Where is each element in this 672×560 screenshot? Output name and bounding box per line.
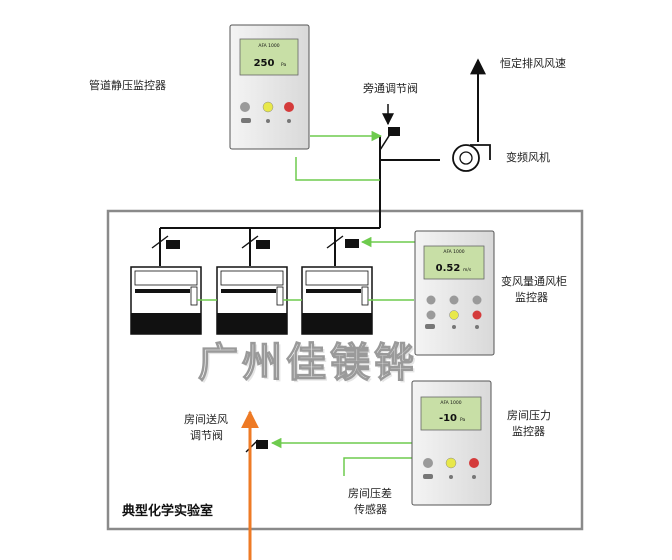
vav-hood-monitor <box>414 230 495 356</box>
dp-sensor-label-line1: 房间压差 <box>348 487 392 500</box>
hood-valve-1-icon <box>151 235 180 249</box>
duct-static-label: 管道静压监控器 <box>89 79 166 92</box>
duct-static-monitor <box>229 24 310 150</box>
fume-hood-2 <box>216 266 288 335</box>
room-pressure-label-line1: 房间压力 <box>507 409 551 422</box>
room-pressure-monitor <box>411 380 492 506</box>
constant-exhaust-label: 恒定排风风速 <box>500 57 566 70</box>
room-pressure-label-line2: 监控器 <box>512 425 545 438</box>
supply-valve-label-line1: 房间送风 <box>184 413 228 426</box>
exhaust-duct <box>159 70 479 266</box>
room-monitor-unit: Pa <box>460 417 466 423</box>
bypass-valve-icon <box>379 127 400 151</box>
vav-monitor-label-line1: 变风量通风柜 <box>501 275 567 288</box>
hood-valve-2-icon <box>241 235 270 249</box>
watermark: 广州佳镁铧 <box>197 339 418 386</box>
signal-lines <box>197 130 417 476</box>
duct-monitor-unit: Pa <box>281 62 287 68</box>
vav-monitor-model: AFA 1000 <box>443 249 464 255</box>
supply-valve-icon <box>245 439 268 453</box>
vav-monitor-label-line2: 监控器 <box>515 291 548 304</box>
room-monitor-reading: -10 <box>439 413 457 424</box>
vfd-fan-label: 变频风机 <box>506 151 550 164</box>
bypass-valve-label: 旁通调节阀 <box>363 82 418 95</box>
lab-title: 典型化学实验室 <box>122 504 214 519</box>
lab-boundary <box>106 209 584 531</box>
fume-hood-3 <box>301 266 373 335</box>
duct-monitor-model: AFA 1000 <box>258 43 279 49</box>
fume-hood-1 <box>130 266 202 335</box>
dp-sensor-label-line2: 传感器 <box>354 503 387 516</box>
supply-valve-label-line2: 调节阀 <box>190 429 223 442</box>
duct-monitor-reading: 250 <box>254 58 275 69</box>
vav-monitor-unit: m/s <box>463 267 472 273</box>
room-monitor-model: AFA 1000 <box>440 400 461 406</box>
vav-monitor-reading: 0.52 <box>436 263 461 274</box>
vfd-fan-icon <box>452 144 491 172</box>
hood-valve-3-icon <box>326 235 359 249</box>
